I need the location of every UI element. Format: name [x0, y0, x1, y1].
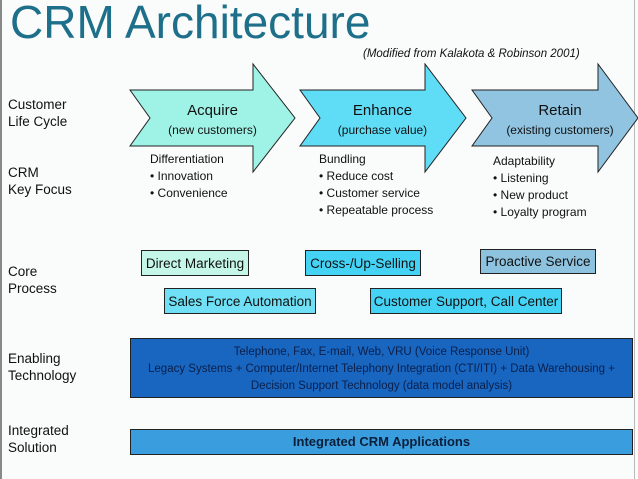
- focus-heading: Differentiation: [150, 152, 224, 166]
- focus-item: • New product: [493, 188, 568, 202]
- stage-subtitle: (purchase value): [337, 123, 428, 137]
- enabling-line: Telephone, Fax, E-mail, Web, VRU (Voice …: [233, 346, 530, 358]
- focus-item: • Repeatable process: [319, 203, 434, 217]
- enabling-line: Decision Support Technology (data model …: [250, 380, 513, 392]
- row-label-line: Technology: [8, 368, 77, 383]
- row-label-line: Integrated: [8, 423, 69, 438]
- row-label-line: Customer: [8, 97, 67, 112]
- row-label-line: Solution: [8, 440, 57, 455]
- row-label-line: Core: [8, 264, 38, 279]
- slide-right-edge: [634, 0, 635, 479]
- enabling-line: Legacy Systems + Computer/Internet Telep…: [148, 363, 615, 375]
- integrated-solution-box: Integrated CRM Applications: [130, 429, 633, 455]
- process-customer-support: Customer Support, Call Center: [370, 288, 562, 314]
- row-label-key-focus: CRM Key Focus: [8, 164, 72, 198]
- key-focus-retain: Adaptability • Listening • New product •…: [493, 153, 587, 221]
- focus-item: • Listening: [493, 171, 549, 185]
- stage-subtitle: (new customers): [168, 123, 257, 137]
- enabling-technology-box: Telephone, Fax, E-mail, Web, VRU (Voice …: [130, 338, 633, 398]
- row-label-lifecycle: Customer Life Cycle: [8, 96, 67, 130]
- arrow-acquire: [129, 62, 296, 174]
- row-label-line: Key Focus: [8, 182, 72, 197]
- stage-subtitle: (existing customers): [506, 123, 614, 137]
- row-label-line: Enabling: [8, 351, 61, 366]
- row-label-enabling: Enabling Technology: [8, 350, 76, 384]
- process-cross-up-selling: Cross-/Up-Selling: [305, 250, 421, 276]
- stage-title: Acquire: [187, 102, 238, 119]
- stage-retain: Retain (existing customers): [495, 102, 625, 137]
- focus-item: • Customer service: [319, 186, 420, 200]
- focus-item: • Innovation: [150, 169, 213, 183]
- row-label-core-process: Core Process: [8, 263, 57, 297]
- stage-enhance: Enhance (purchase value): [320, 102, 445, 137]
- row-label-integrated: Integrated Solution: [8, 422, 69, 456]
- slide-title: CRM Architecture: [10, 0, 371, 48]
- stage-title: Enhance: [352, 102, 413, 119]
- slide-left-edge: [0, 0, 2, 479]
- focus-item: • Loyalty program: [493, 205, 587, 219]
- process-direct-marketing: Direct Marketing: [141, 250, 249, 276]
- citation: (Modified from Kalakota & Robinson 2001): [363, 48, 580, 60]
- focus-item: • Reduce cost: [319, 169, 394, 183]
- key-focus-enhance: Bundling • Reduce cost • Customer servic…: [319, 151, 433, 219]
- focus-item: • Convenience: [150, 186, 228, 200]
- arrow-retain: [471, 62, 638, 174]
- process-sales-force-automation: Sales Force Automation: [164, 288, 316, 314]
- focus-heading: Bundling: [319, 152, 366, 166]
- row-label-line: CRM: [8, 165, 39, 180]
- arrow-enhance: [299, 62, 467, 174]
- stage-acquire: Acquire (new customers): [150, 102, 275, 137]
- row-label-line: Process: [8, 281, 57, 296]
- focus-heading: Adaptability: [493, 154, 556, 168]
- key-focus-acquire: Differentiation • Innovation • Convenien…: [150, 151, 228, 202]
- process-proactive-service: Proactive Service: [480, 249, 596, 274]
- row-label-line: Life Cycle: [8, 114, 68, 129]
- stage-title: Retain: [538, 102, 582, 119]
